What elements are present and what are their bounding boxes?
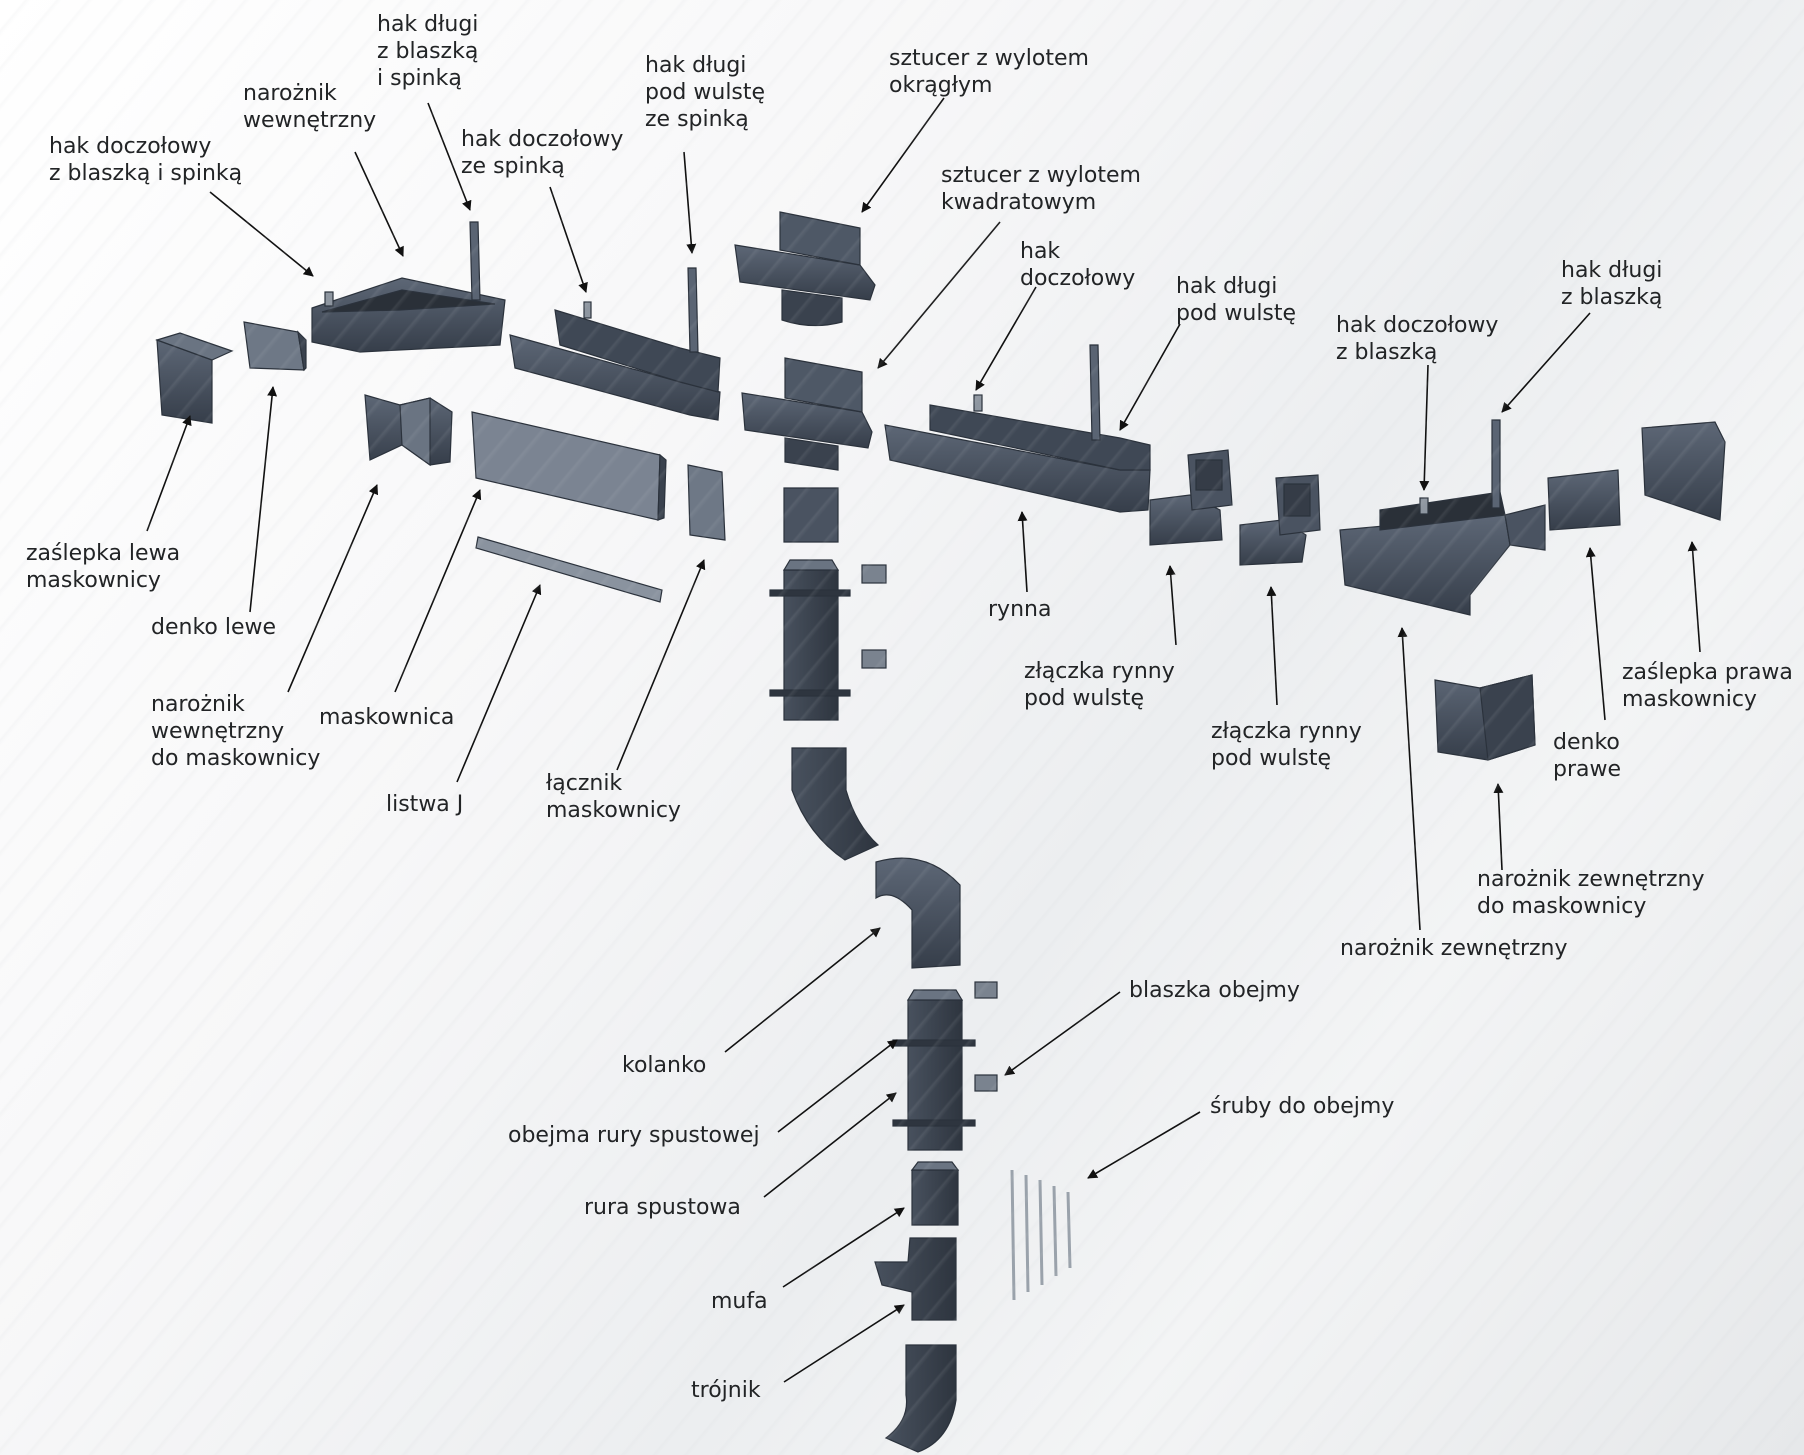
arrow-denko-prawe [1585,547,1606,721]
outer-corner-part [1339,491,1546,616]
label-naroznik-zewn-mask: narożnik zewnętrzny do maskownicy [1477,867,1705,919]
arrow-trojnik [783,1304,905,1383]
left-gutter-part [509,301,721,421]
arrow-obejma-rury [777,1039,898,1133]
label-hak-doczolowy: hak doczołowy [1020,239,1136,291]
arrow-naroznik-wewnetrzny [354,151,404,257]
arrow-kolanko [724,927,881,1053]
arrow-naroznik-wewn-mask [287,484,379,693]
left-fascia-endcap-part [155,332,234,424]
round-outlet-part [734,211,876,327]
label-hak-dlugi-wulste-spinka: hak długi pod wulstę ze spinką [645,53,766,132]
arrow-rura-spustowa [763,1092,897,1198]
label-hak-doczolowy-blaszka-spinka: hak doczołowy z blaszką i spinką [49,134,243,186]
label-hak-doczolowy-spinka: hak doczołowy ze spinką [461,127,624,179]
arrow-lacznik-mask [616,559,706,771]
arrow-zaslepka-prawa [1687,541,1701,653]
arrow-hak-dlugi-blaszka [1501,312,1591,413]
label-maskownica: maskownica [319,705,455,730]
arrow-naroznik-zewnetrzny [1397,627,1421,931]
arrow-hak-dlugi-wulste-spinka [683,151,697,254]
arrow-blaszka-obejmy [1004,991,1121,1076]
label-naroznik-wewnetrzny: narożnik wewnętrzny [243,81,377,133]
label-naroznik-zewnetrzny: narożnik zewnętrzny [1340,936,1568,961]
leader-arrows [146,97,1701,1383]
label-hak-dlugi-blaszka: hak długi z blaszką [1561,258,1663,310]
fascia-part [471,411,667,521]
left-end-cap-part [243,321,307,372]
label-lacznik-mask: łącznik maskownicy [546,771,681,823]
inner-corner-part [311,277,506,353]
arrow-naroznik-zewn-mask [1493,783,1504,871]
fascia-connector-part [687,464,726,541]
label-rynna: rynna [988,597,1052,622]
fascia-inner-corner-part [364,394,453,467]
long-hook-bead-clip-part [687,267,699,353]
label-blaszka-obejmy: blaszka obejmy [1129,978,1300,1003]
gutter-connector-2-part [1239,474,1321,566]
arrow-listwa-j [456,584,542,783]
label-sztucer-kwadratowy: sztucer z wylotem kwadratowym [941,163,1141,215]
arrow-hak-dlugi-wulste [1119,323,1181,431]
j-strip-part [475,536,663,603]
socket-part [910,1161,960,1226]
gutter-connector-1-part [1149,449,1233,546]
fascia-outer-corner-part [1434,674,1536,761]
arrow-hak-doczolowy-blaszka [1419,364,1430,491]
label-obejma-rury: obejma rury spustowej [508,1123,760,1148]
elbow-part [875,857,961,969]
label-kolanko: kolanko [622,1053,707,1078]
label-zlaczka-1: złączka rynny pod wulstę [1024,659,1175,711]
label-zaslepka-lewa: zaślepka lewa maskownicy [26,541,181,593]
long-hook-plate-part [1491,419,1501,509]
label-rura-spustowa: rura spustowa [584,1195,741,1220]
arrow-sruby-obejmy [1087,1111,1201,1179]
label-denko-prawe: denko prawe [1553,730,1622,782]
arrow-hak-dlugi-blaszka-spinka [427,102,472,211]
elbow-1-part [791,747,880,861]
arrow-maskownica [394,489,482,693]
label-denko-lewe: denko lewe [151,615,277,640]
label-hak-dlugi-wulste: hak długi pod wulstę [1176,274,1297,326]
arrow-sztucer-okragly [861,97,945,213]
square-outlet-part [741,357,873,471]
tee-part [874,1237,957,1321]
arrow-hak-doczolowy [975,286,1037,391]
label-zaslepka-prawa: zaślepka prawa maskownicy [1622,660,1793,712]
label-zlaczka-2: złączka rynny pod wulstę [1211,719,1362,771]
label-mufa: mufa [711,1289,768,1314]
label-sruby-obejmy: śruby do obejmy [1210,1094,1395,1119]
long-hook-plate-clip-part [469,221,481,301]
screws-part [1010,1169,1072,1301]
arrow-zaslepka-lewa [146,415,192,532]
arrow-mufa [782,1207,905,1288]
label-trojnik: trójnik [691,1378,761,1403]
label-listwa-j: listwa J [386,792,464,817]
parts [155,211,1726,1453]
label-hak-doczolowy-blaszka: hak doczołowy z blaszką [1336,313,1499,365]
right-end-cap-part [1547,469,1621,531]
downpipe-lower-part [892,981,998,1151]
arrow-denko-lewe [249,386,278,613]
right-fascia-endcap-part [1641,421,1726,521]
label-naroznik-wewn-mask: narożnik wewnętrzny do maskownicy [151,692,321,771]
bottom-elbow-part [884,1344,957,1453]
clamp-plates-upper-part [861,564,887,669]
arrow-rynna [1017,511,1028,593]
arrow-hak-doczolowy-blaszka-spinka [209,191,314,277]
label-hak-dlugi-blaszka-spinka: hak długi z blaszką i spinką [377,12,479,91]
arrow-zlaczka-2 [1266,586,1278,706]
arrow-zlaczka-1 [1165,565,1177,646]
label-sztucer-okragly: sztucer z wylotem okrągłym [889,46,1089,98]
main-gutter-part [884,344,1151,513]
downpipe-upper-part [769,487,851,721]
arrow-hak-doczolowy-spinka [549,186,588,293]
arrow-sztucer-kwadratowy [877,221,1001,369]
